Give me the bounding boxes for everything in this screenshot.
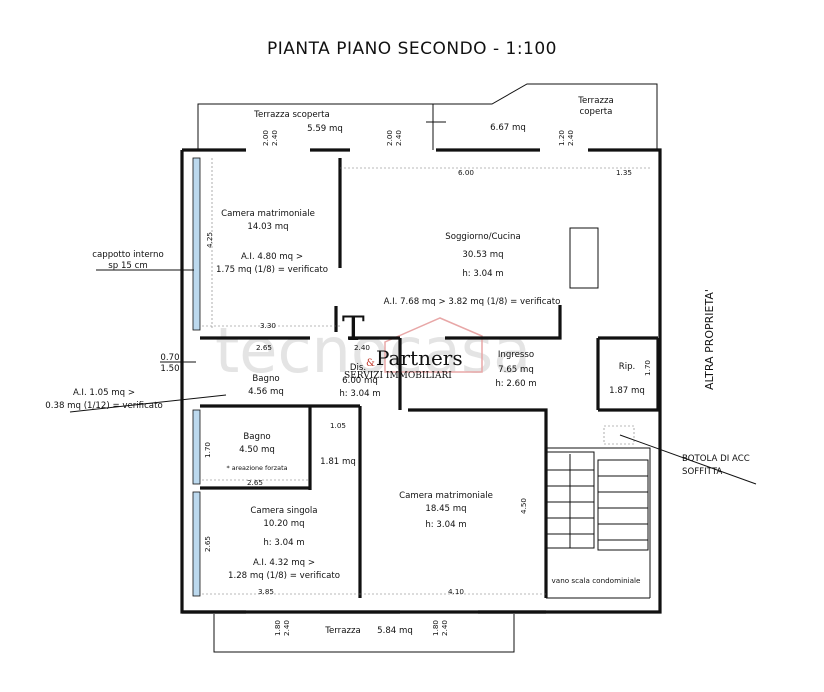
win-dim-180a: 1.80 bbox=[273, 620, 282, 636]
outer-wall-top bbox=[182, 148, 662, 614]
room-rip-area: 1.87 mq bbox=[609, 386, 645, 396]
dim-170a: 1.70 bbox=[203, 442, 212, 458]
terrace-top-left-area: 5.59 mq bbox=[307, 124, 343, 134]
room-camera-singola-name: Camera singola bbox=[250, 506, 317, 516]
brand-letter: T bbox=[342, 309, 365, 349]
level-label-2: 1.50 bbox=[160, 364, 179, 374]
room-camera-singola-height: h: 3.04 m bbox=[263, 538, 304, 548]
dim-410: 4.10 bbox=[448, 587, 464, 596]
room-dis-area: 6.00 mq bbox=[342, 376, 378, 386]
brand-amp: & bbox=[366, 358, 375, 369]
room-camera-singola-ai-2: 1.28 mq (1/8) = verificato bbox=[228, 571, 340, 581]
dim-105: 1.05 bbox=[330, 421, 346, 430]
room-camera-matrimoniale-2-area: 18.45 mq bbox=[425, 504, 466, 514]
cappotto-label-1: cappotto interno bbox=[92, 250, 163, 260]
room-bagno-2-note: * areazione forzata bbox=[226, 464, 287, 472]
dim-170b: 1.70 bbox=[643, 360, 652, 376]
room-camera-matrimoniale-2-name: Camera matrimoniale bbox=[399, 491, 493, 501]
room-ingresso-area: 7.65 mq bbox=[498, 365, 534, 375]
win-dim-120: 1.20 bbox=[557, 130, 566, 146]
kitchen-counter bbox=[569, 227, 599, 289]
insulation-strip-2 bbox=[192, 409, 201, 485]
cappotto-label-2: sp 15 cm bbox=[108, 261, 147, 271]
win-dim-240d: 2.40 bbox=[282, 620, 291, 636]
room-camera-matrimoniale-1-name: Camera matrimoniale bbox=[221, 209, 315, 219]
win-dim-200b: 2.00 bbox=[385, 130, 394, 146]
insulation-strip bbox=[192, 157, 201, 331]
win-dim-240b: 2.40 bbox=[394, 130, 403, 146]
interior-walls bbox=[200, 158, 660, 598]
dim-265a: 2.65 bbox=[256, 343, 272, 352]
room-soggiorno-height: h: 3.04 m bbox=[462, 269, 503, 279]
room-bagno-2-area: 4.50 mq bbox=[239, 445, 275, 455]
room-camera-singola-area: 10.20 mq bbox=[263, 519, 304, 529]
room-soggiorno-ai: A.I. 7.68 mq > 3.82 mq (1/8) = verificat… bbox=[384, 297, 561, 307]
stair-wall bbox=[546, 447, 651, 599]
win-dim-240e: 2.40 bbox=[440, 620, 449, 636]
room-dis-name: Dis. bbox=[350, 363, 366, 373]
hatch-leader bbox=[619, 434, 757, 485]
room-bagno-1-area: 4.56 mq bbox=[248, 387, 284, 397]
room-bagno-2-name: Bagno bbox=[243, 432, 270, 442]
room-dis-height: h: 3.04 m bbox=[339, 389, 380, 399]
terrace-top-right-outline bbox=[433, 83, 658, 150]
insulation-strip-3 bbox=[192, 491, 201, 597]
terrace-top-left-name: Terrazza scoperta bbox=[253, 110, 330, 120]
botola-label-2: SOFFITTA bbox=[682, 467, 722, 477]
terrace-top-right-name-1: Terrazza bbox=[577, 96, 614, 106]
bagno-ai-label-2: 0.38 mq (1/12) = verificato bbox=[45, 401, 162, 411]
dim-450: 4.50 bbox=[519, 498, 528, 514]
plan-title: PIANTA PIANO SECONDO - 1:100 bbox=[267, 39, 557, 59]
win-dim-200a: 2.00 bbox=[261, 130, 270, 146]
watermark-house-icon bbox=[384, 317, 483, 373]
dim-265c: 2.65 bbox=[203, 536, 212, 552]
hatch-box bbox=[603, 425, 635, 445]
terrace-top-right-area: 6.67 mq bbox=[490, 123, 526, 133]
terrace-top-right-name-2: coperta bbox=[580, 107, 613, 117]
altra-proprieta-label: ALTRA PROPRIETA' bbox=[703, 289, 716, 390]
room-camera-matrimoniale-1-area: 14.03 mq bbox=[247, 222, 288, 232]
terrace-bottom-name: Terrazza bbox=[324, 626, 361, 636]
brand-name: Partners bbox=[376, 346, 463, 370]
room-bagno-1-name: Bagno bbox=[252, 374, 279, 384]
room-soggiorno-area: 30.53 mq bbox=[462, 250, 503, 260]
room-small-area: 1.81 mq bbox=[320, 457, 356, 467]
room-vano-scala: vano scala condominiale bbox=[552, 576, 641, 585]
dim-240a: 2.40 bbox=[354, 343, 370, 352]
dim-330: 3.30 bbox=[260, 321, 276, 330]
room-camera-matrimoniale-1-ai-2: 1.75 mq (1/8) = verificato bbox=[216, 265, 328, 275]
room-camera-matrimoniale-2-height: h: 3.04 m bbox=[425, 520, 466, 530]
win-dim-180b: 1.80 bbox=[431, 620, 440, 636]
level-label-1: 0.70 bbox=[160, 353, 179, 363]
dim-600: 6.00 bbox=[458, 168, 474, 177]
dim-385: 3.85 bbox=[258, 587, 274, 596]
bagno-ai-label-1: A.I. 1.05 mq > bbox=[73, 388, 135, 398]
dim-425: 4.25 bbox=[205, 232, 214, 248]
room-rip-name: Rip. bbox=[619, 362, 636, 372]
room-soggiorno-name: Soggiorno/Cucina bbox=[445, 232, 521, 242]
terrace-bottom-area: 5.84 mq bbox=[377, 626, 413, 636]
room-ingresso-name: Ingresso bbox=[498, 350, 534, 360]
dim-265b: 2.65 bbox=[247, 478, 263, 487]
room-camera-matrimoniale-1-ai-1: A.I. 4.80 mq > bbox=[241, 252, 303, 262]
room-camera-singola-ai-1: A.I. 4.32 mq > bbox=[253, 558, 315, 568]
terrace-bottom-outline bbox=[213, 614, 515, 653]
staircase bbox=[545, 451, 649, 551]
room-ingresso-height: h: 2.60 m bbox=[495, 379, 536, 389]
win-dim-240c: 2.40 bbox=[566, 130, 575, 146]
brand-sub: SERVIZI IMMOBILIARI bbox=[344, 371, 452, 381]
win-dim-240a: 2.40 bbox=[270, 130, 279, 146]
botola-label-1: BOTOLA DI ACC bbox=[682, 454, 750, 464]
dim-135: 1.35 bbox=[616, 168, 632, 177]
bagno-ai-leader bbox=[69, 394, 227, 413]
